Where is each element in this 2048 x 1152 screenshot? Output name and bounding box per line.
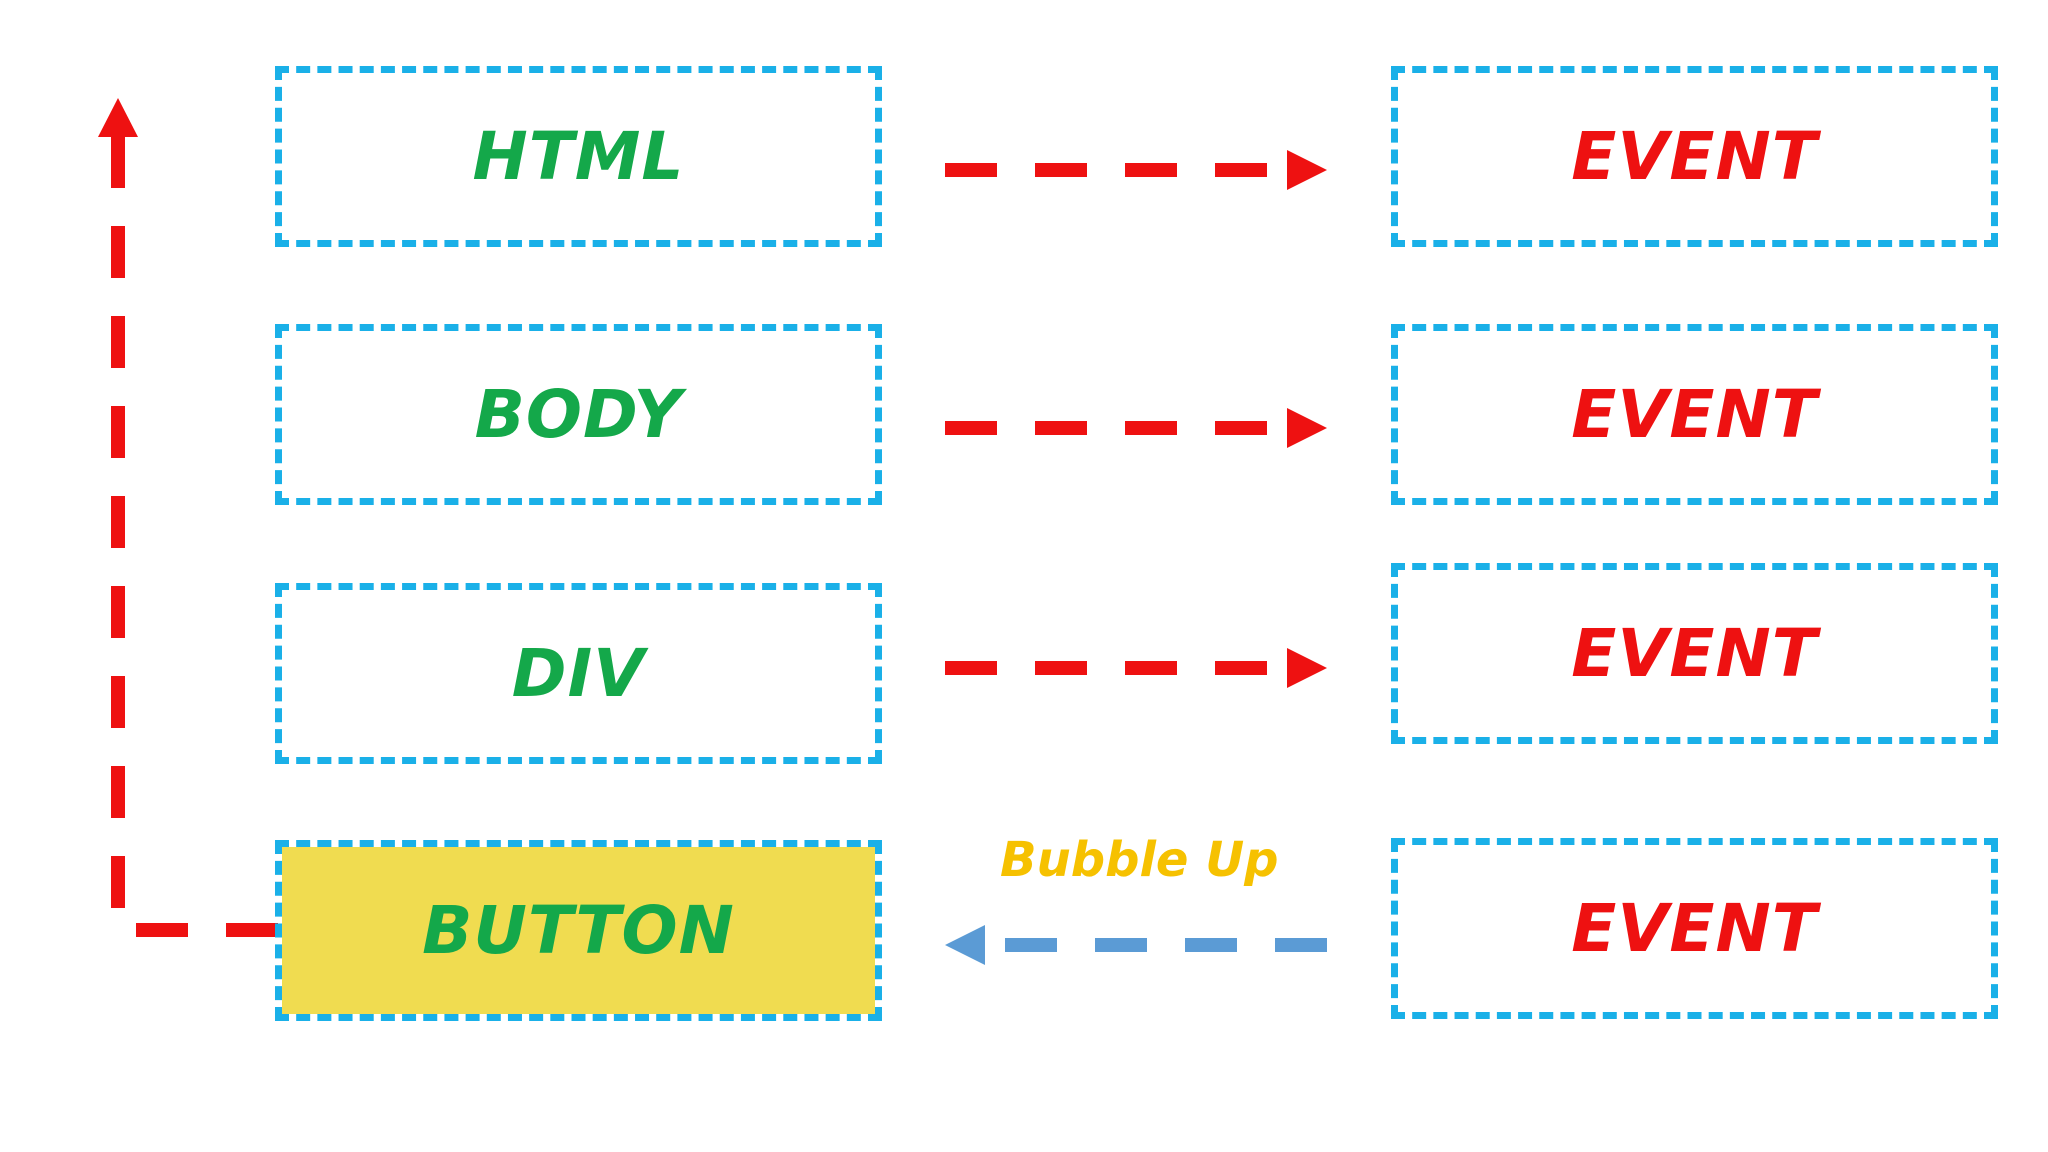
button-box: BUTTON (275, 840, 882, 1021)
event-label-button: EVENT (1571, 890, 1818, 967)
button-label: BUTTON (422, 892, 735, 969)
event-box-body: EVENT (1391, 324, 1998, 505)
div-label: DIV (511, 635, 646, 712)
body-box: BODY (275, 324, 882, 505)
arrow-up-head (98, 98, 138, 137)
event-box-div: EVENT (1391, 563, 1998, 744)
event-label-div: EVENT (1571, 615, 1818, 692)
event-label-body: EVENT (1571, 376, 1818, 453)
body-label: BODY (474, 376, 683, 453)
event-label-html: EVENT (1571, 118, 1818, 195)
div-box: DIV (275, 583, 882, 764)
arrow-div-to-event (945, 648, 1327, 688)
html-box: HTML (275, 66, 882, 247)
event-box-button: EVENT (1391, 838, 1998, 1019)
arrow-event-to-button (945, 925, 1327, 965)
bubble-up-path (98, 98, 278, 937)
event-box-html: EVENT (1391, 66, 1998, 247)
bubble-up-label: Bubble Up (1000, 832, 1279, 888)
html-label: HTML (472, 118, 685, 195)
arrow-body-to-event (945, 408, 1327, 448)
arrow-html-to-event (945, 150, 1327, 190)
